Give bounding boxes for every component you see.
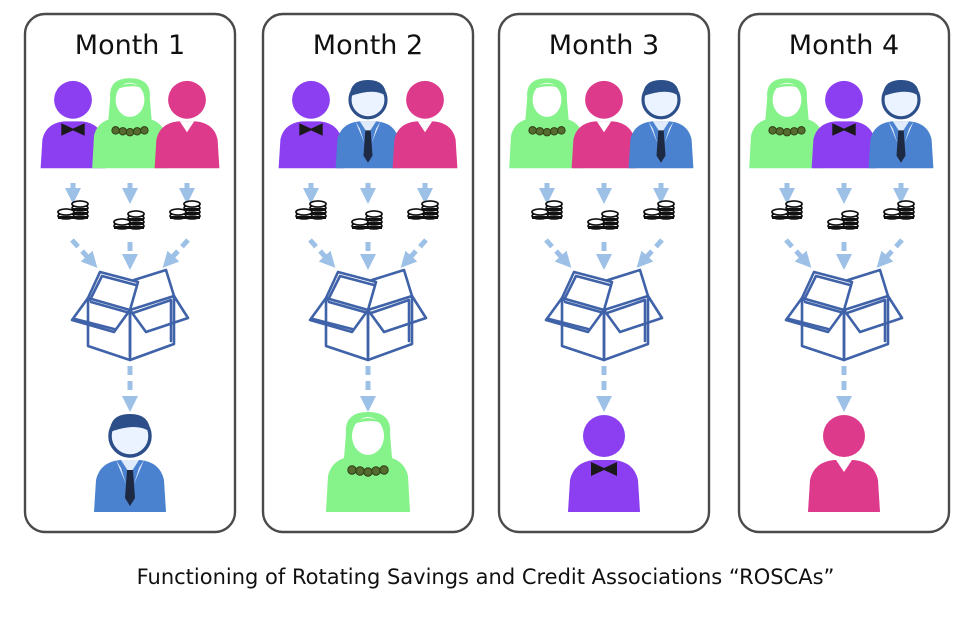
coin-stack-icon [295, 200, 327, 220]
contributor-blue-icon [628, 80, 694, 169]
recipient-pink-icon [808, 415, 880, 512]
coin-stack-icon [643, 200, 675, 220]
down-arrow-icon [308, 238, 336, 268]
contributor-pink-icon [571, 80, 637, 169]
month-panel-2: Month 2 [261, 12, 475, 534]
month-title: Month 1 [75, 30, 185, 61]
coin-stack-icon [883, 200, 915, 220]
down-arrow-icon [784, 238, 812, 268]
contributor-purple-icon [811, 80, 877, 169]
contributor-pink-icon [154, 80, 220, 169]
down-arrow-icon [70, 238, 98, 268]
open-box-icon [544, 268, 664, 362]
coin-stack-icon [169, 200, 201, 220]
contributor-purple-icon [40, 80, 106, 169]
month-title: Month 3 [549, 30, 659, 61]
contributor-green-icon [749, 78, 825, 169]
down-arrow-icon [636, 238, 664, 268]
contributor-blue-icon [335, 80, 401, 169]
down-arrow-icon [400, 238, 428, 268]
month-panel-3: Month 3 [497, 12, 711, 534]
coin-stack-icon [351, 210, 383, 230]
open-box-icon [308, 268, 428, 362]
coin-stack-icon [771, 200, 803, 220]
contributor-green-icon [92, 78, 168, 169]
month-title: Month 2 [313, 30, 423, 61]
month-panel-4: Month 4 [737, 12, 951, 534]
coin-stack-icon [531, 200, 563, 220]
down-arrow-icon [544, 238, 572, 268]
down-arrow-icon [876, 238, 904, 268]
recipient-purple-icon [568, 415, 640, 512]
month-title: Month 4 [789, 30, 899, 61]
rosca-diagram: Month 1 Month 2 Month 3 Month 4 [23, 12, 951, 534]
contributor-purple-icon [278, 80, 344, 169]
diagram-caption: Functioning of Rotating Savings and Cred… [136, 565, 835, 589]
open-box-icon [784, 268, 904, 362]
coin-stack-icon [407, 200, 439, 220]
recipient-blue-icon [94, 414, 166, 512]
contributor-green-icon [509, 78, 585, 169]
recipient-green-icon [326, 412, 410, 512]
contributor-pink-icon [392, 80, 458, 169]
open-box-icon [70, 268, 190, 362]
coin-stack-icon [827, 210, 859, 230]
month-panel-1: Month 1 [23, 12, 237, 534]
down-arrow-icon [162, 238, 190, 268]
contributor-blue-icon [868, 80, 934, 169]
coin-stack-icon [113, 210, 145, 230]
coin-stack-icon [57, 200, 89, 220]
coin-stack-icon [587, 210, 619, 230]
